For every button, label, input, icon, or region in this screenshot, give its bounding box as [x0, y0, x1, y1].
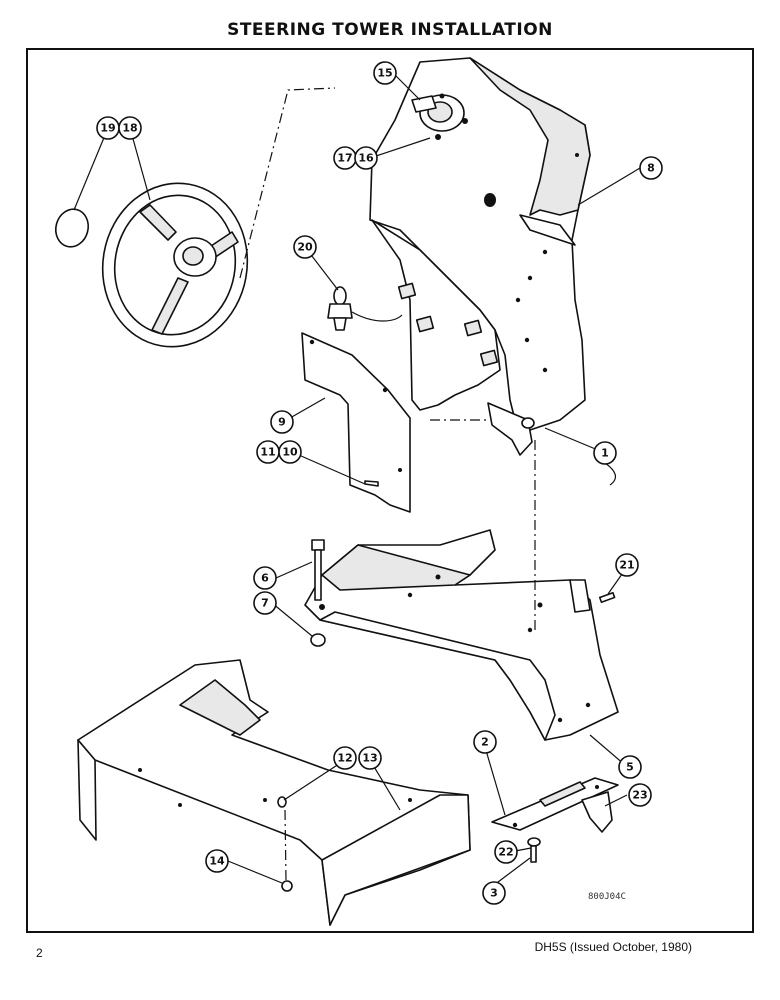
callout-13: 12: [333, 746, 357, 770]
callout-3: 3: [482, 881, 506, 905]
callout-20: 20: [293, 235, 317, 259]
svg-text:7: 7: [261, 597, 269, 610]
svg-text:22: 22: [498, 846, 513, 859]
steering-wheel-part: [101, 182, 249, 348]
figure-frame: [26, 48, 754, 933]
callout-21: 21: [615, 553, 639, 577]
page-title: STEERING TOWER INSTALLATION: [227, 20, 553, 40]
callout-11: 11: [256, 440, 280, 464]
svg-text:20: 20: [297, 241, 313, 254]
callout-16: 16: [354, 146, 378, 170]
mount-bracket-part: [304, 529, 619, 741]
callout-14: 14: [205, 849, 229, 873]
callout-19: 19: [96, 116, 120, 140]
callout-5: 5: [618, 755, 642, 779]
callout-7: 7: [253, 591, 277, 615]
svg-text:21: 21: [619, 559, 634, 572]
drawing-code: 800J04C: [588, 892, 626, 902]
svg-text:8: 8: [647, 162, 655, 175]
callout-6: 6: [253, 566, 277, 590]
small-bracket-part: [581, 791, 613, 833]
callout-8: 8: [639, 156, 663, 180]
callout-1: 1: [593, 441, 617, 465]
svg-text:2: 2: [481, 736, 489, 749]
callout-22: 22: [494, 840, 518, 864]
svg-text:14: 14: [209, 855, 225, 868]
floor-pan-part: [77, 659, 471, 926]
svg-text:10: 10: [282, 446, 298, 459]
svg-text:12: 12: [337, 752, 352, 765]
svg-text:18: 18: [122, 122, 137, 135]
link-bar-part: [491, 777, 619, 831]
callout-10: 10: [278, 440, 302, 464]
callout-12: 13: [358, 746, 382, 770]
svg-text:19: 19: [100, 122, 115, 135]
svg-text:17: 17: [337, 152, 352, 165]
svg-text:1: 1: [601, 447, 609, 460]
svg-text:11: 11: [260, 446, 275, 459]
wheel-cap-part: [54, 208, 90, 248]
side-plate-part: [301, 332, 411, 513]
page-number: 2: [36, 946, 43, 960]
callout-2: 2: [473, 730, 497, 754]
svg-text:5: 5: [626, 761, 634, 774]
callout-15: 15: [373, 61, 397, 85]
svg-text:9: 9: [278, 416, 286, 429]
callout-9: 9: [270, 410, 294, 434]
svg-text:13: 13: [362, 752, 377, 765]
svg-text:3: 3: [490, 887, 498, 900]
steering-tower-part: [369, 57, 591, 456]
svg-text:15: 15: [377, 67, 392, 80]
callout-23: 23: [628, 783, 652, 807]
callout-17: 17: [333, 146, 357, 170]
document-reference: DH5S (Issued October, 1980): [534, 940, 692, 954]
svg-text:6: 6: [261, 572, 269, 585]
svg-text:16: 16: [358, 152, 374, 165]
callout-18: 18: [118, 116, 142, 140]
grease-fitting-part: [327, 286, 403, 331]
svg-text:23: 23: [632, 789, 647, 802]
